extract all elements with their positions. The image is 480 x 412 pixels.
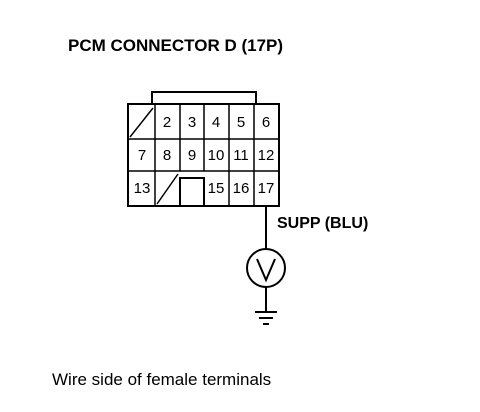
pin-17: 17 [258,180,275,197]
wire-label: SUPP (BLU) [277,215,368,232]
pin-11: 11 [233,147,249,164]
pin-8: 8 [163,147,171,164]
blank-cavity-1 [129,107,154,138]
caption: Wire side of female terminals [52,370,271,389]
pin-9: 9 [188,147,196,164]
pin-12: 12 [258,147,275,164]
voltmeter-icon: V [246,248,286,288]
pin-5: 5 [237,114,245,131]
pin-6: 6 [262,114,270,131]
pin-13: 13 [134,180,151,197]
pin-10: 10 [208,147,225,164]
pin-labels: 2 3 4 5 6 7 8 9 10 11 12 13 15 16 17 [134,114,275,197]
pin-7: 7 [138,147,146,164]
pin-3: 3 [188,114,196,131]
blank-cavity-14 [156,173,179,205]
pin-16: 16 [233,180,250,197]
pin-4: 4 [212,114,220,131]
diagram-title: PCM CONNECTOR D (17P) [68,36,283,55]
pin-2: 2 [163,114,171,131]
pin-15: 15 [208,180,225,197]
connector-body [127,91,280,207]
ground-icon [255,311,277,325]
